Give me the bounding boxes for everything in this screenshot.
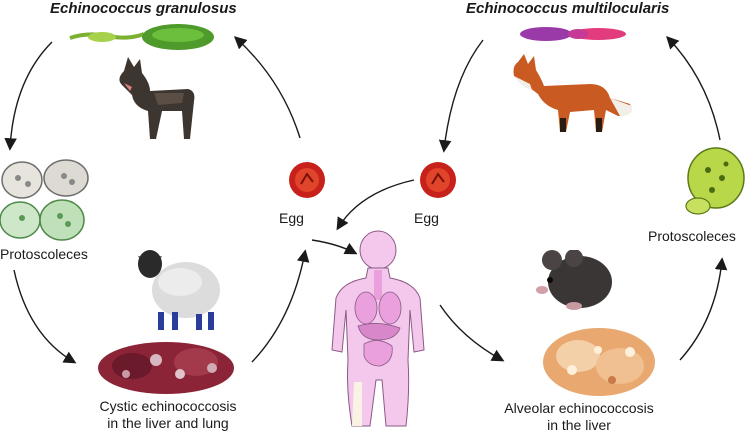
dog-icon xyxy=(119,57,195,139)
sheep-icon xyxy=(138,250,220,330)
alveolar-disease-line2: in the liver xyxy=(547,417,611,433)
arrow-dog-to-protoscoleces xyxy=(4,41,53,151)
arrow-protoscoleces-to-cyst xyxy=(13,269,77,364)
arrow-egg-to-human-right xyxy=(336,179,415,231)
cystic-disease-line2: in the liver and lung xyxy=(107,415,229,431)
protoscoleces-label-right: Protoscoleces xyxy=(648,228,736,244)
alveolar-disease-line1: Alveolar echinococcosis xyxy=(504,400,654,416)
arrow-egg-to-human-left xyxy=(311,239,358,255)
cyst-tissue-icon-right xyxy=(543,328,655,396)
human-body-icon xyxy=(331,230,425,427)
egg-label-left: Egg xyxy=(279,210,304,226)
mouse-icon xyxy=(536,250,612,310)
arrow-fox-to-egg xyxy=(438,39,484,153)
arrow-liver-to-protoscoleces xyxy=(679,257,728,361)
protoscoleces-cyst-icon xyxy=(685,147,745,215)
arrow-protoscoleces-to-fox xyxy=(666,35,721,141)
cystic-disease-line1: Cystic echinococcosis xyxy=(99,398,237,414)
title-granulosus: Echinococcus granulosus xyxy=(50,0,237,17)
egg-label-right: Egg xyxy=(414,210,439,226)
fox-icon xyxy=(513,54,633,132)
title-multilocularis: Echinococcus multilocularis xyxy=(466,0,670,17)
tapeworm-granulosus-icon xyxy=(69,24,214,50)
egg-icon-left xyxy=(289,162,325,198)
arrow-egg-to-worm xyxy=(233,36,301,139)
arrow-cyst-to-egg xyxy=(251,249,310,363)
cystic-disease-label: Cystic echinococcosis in the liver and l… xyxy=(84,398,252,432)
egg-icon-right xyxy=(420,162,456,198)
tapeworm-multilocularis-icon xyxy=(520,27,626,41)
protoscoleces-label-left: Protoscoleces xyxy=(0,246,88,262)
cyst-tissue-icon-left xyxy=(98,342,234,394)
protoscoleces-cells-icon xyxy=(0,159,89,241)
alveolar-disease-label: Alveolar echinococcosis in the liver xyxy=(488,400,670,434)
arrow-human-to-liver xyxy=(439,304,505,362)
